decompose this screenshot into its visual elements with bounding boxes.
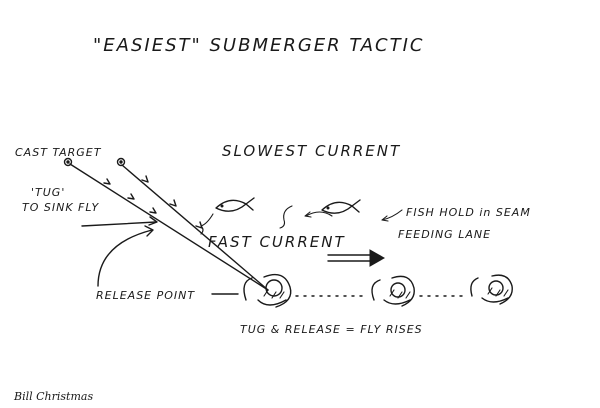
cast-target-label: CAST TARGET (15, 146, 102, 159)
angler-icon (371, 275, 415, 307)
fish-pointer-arrow (381, 209, 403, 222)
tug-arrow (81, 216, 158, 227)
cast-line-right (121, 164, 269, 291)
cast-line-left (69, 163, 269, 291)
release-point-arrow (97, 225, 154, 287)
fish-pointer-arrow (304, 211, 333, 218)
feeding-lane-label: FEEDING LANE (398, 228, 491, 241)
tug-sink-fly-label: TO SINK FLY (22, 201, 99, 214)
slowest-current-label: SLOWEST CURRENT (222, 142, 401, 160)
page-title: "EASIEST" SUBMERGER TACTIC (93, 35, 425, 56)
fish-outline-icon (321, 199, 361, 214)
target-circle-icon (116, 157, 126, 167)
tug-release-label: TUG & RELEASE = FLY RISES (240, 323, 423, 336)
target-circle-icon (63, 157, 73, 167)
fish-hold-label: FISH HOLD in SEAM (406, 206, 531, 219)
release-point-label: RELEASE POINT (96, 289, 195, 302)
fast-current-label: FAST CURRENT (208, 233, 346, 251)
fly-squiggle (279, 205, 293, 229)
angler-icon (243, 273, 292, 308)
angler-icon (470, 274, 513, 305)
tug-label: 'TUG' (31, 186, 65, 199)
signature: Bill Christmas (13, 390, 93, 403)
double-arrow-icon (327, 249, 386, 267)
fly-squiggle (200, 213, 214, 235)
fish-outline-icon (215, 197, 255, 212)
